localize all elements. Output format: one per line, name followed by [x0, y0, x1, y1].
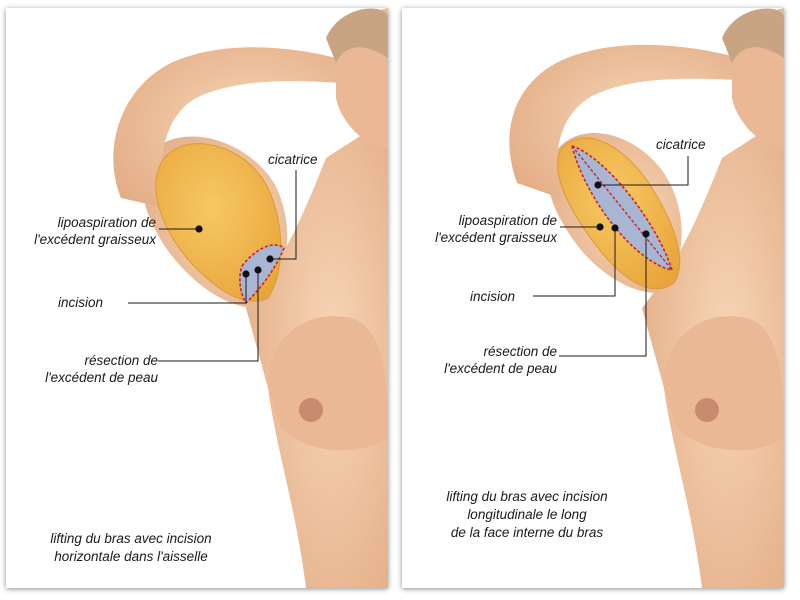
label-resection-line1: résection de [84, 353, 158, 368]
label-lipo-line1: lipoaspiration de [458, 213, 557, 228]
illustration-longitudinal [509, 8, 784, 588]
dot-resection [254, 266, 262, 274]
label-resection-line1: résection de [483, 344, 557, 359]
nipple-shape [695, 398, 719, 422]
label-lipo-line2: l'excédent graisseux [34, 232, 156, 247]
label-incision: incision [58, 295, 104, 310]
nipple-shape [299, 398, 323, 422]
dot-lipo [596, 223, 604, 231]
breast-shape [663, 316, 784, 451]
panel-horizontal-incision: cicatrice lipoaspiration de l'excédent g… [6, 8, 388, 588]
leader-resection [559, 234, 647, 357]
illustration-horizontal [113, 8, 388, 588]
label-resection-line2: l'excédent de peau [45, 370, 158, 385]
leader-incision [533, 228, 616, 297]
hair-shape [326, 8, 388, 63]
caption-horizontal: lifting du bras avec incision horizontal… [6, 530, 256, 566]
caption-longitudinal: lifting du bras avec incision longitudin… [412, 488, 642, 542]
dot-lipo [195, 225, 203, 233]
incision-line [571, 145, 673, 271]
caption-line1: lifting du bras avec incision [50, 531, 212, 546]
caption-line1: lifting du bras avec incision [446, 489, 608, 504]
label-resection-line2: l'excédent de peau [444, 361, 557, 376]
forearm-shape [509, 44, 737, 199]
label-lipo: lipoaspiration de l'excédent graisseux [402, 212, 557, 246]
leader-incision [128, 274, 247, 304]
dot-incision [611, 224, 619, 232]
label-incision: incision [470, 289, 516, 304]
dot-resection [642, 230, 650, 238]
leader-cicatrice [598, 156, 689, 186]
label-cicatrice: cicatrice [656, 137, 706, 152]
dot-cicatrice [266, 255, 274, 263]
label-resection: résection de l'excédent de peau [6, 352, 158, 386]
label-lipo: lipoaspiration de l'excédent graisseux [6, 214, 156, 248]
caption-line2: longitudinale le long [467, 507, 587, 522]
dot-cicatrice [594, 181, 602, 189]
resection-zone [570, 144, 674, 272]
dot-incision [242, 270, 250, 278]
label-cicatrice: cicatrice [268, 152, 318, 167]
label-lipo-line1: lipoaspiration de [57, 215, 156, 230]
leader-cicatrice [270, 170, 297, 260]
breast-shape [267, 316, 388, 451]
label-resection: résection de l'excédent de peau [402, 343, 557, 377]
panel-longitudinal-incision: cicatrice lipoaspiration de l'excédent g… [402, 8, 784, 588]
caption-line2: horizontale dans l'aisselle [54, 549, 208, 564]
hair-shape [722, 8, 784, 63]
forearm-shape [113, 47, 341, 208]
label-lipo-line2: l'excédent graisseux [435, 230, 557, 245]
caption-line3: de la face interne du bras [450, 525, 604, 540]
leader-resection [158, 270, 259, 362]
